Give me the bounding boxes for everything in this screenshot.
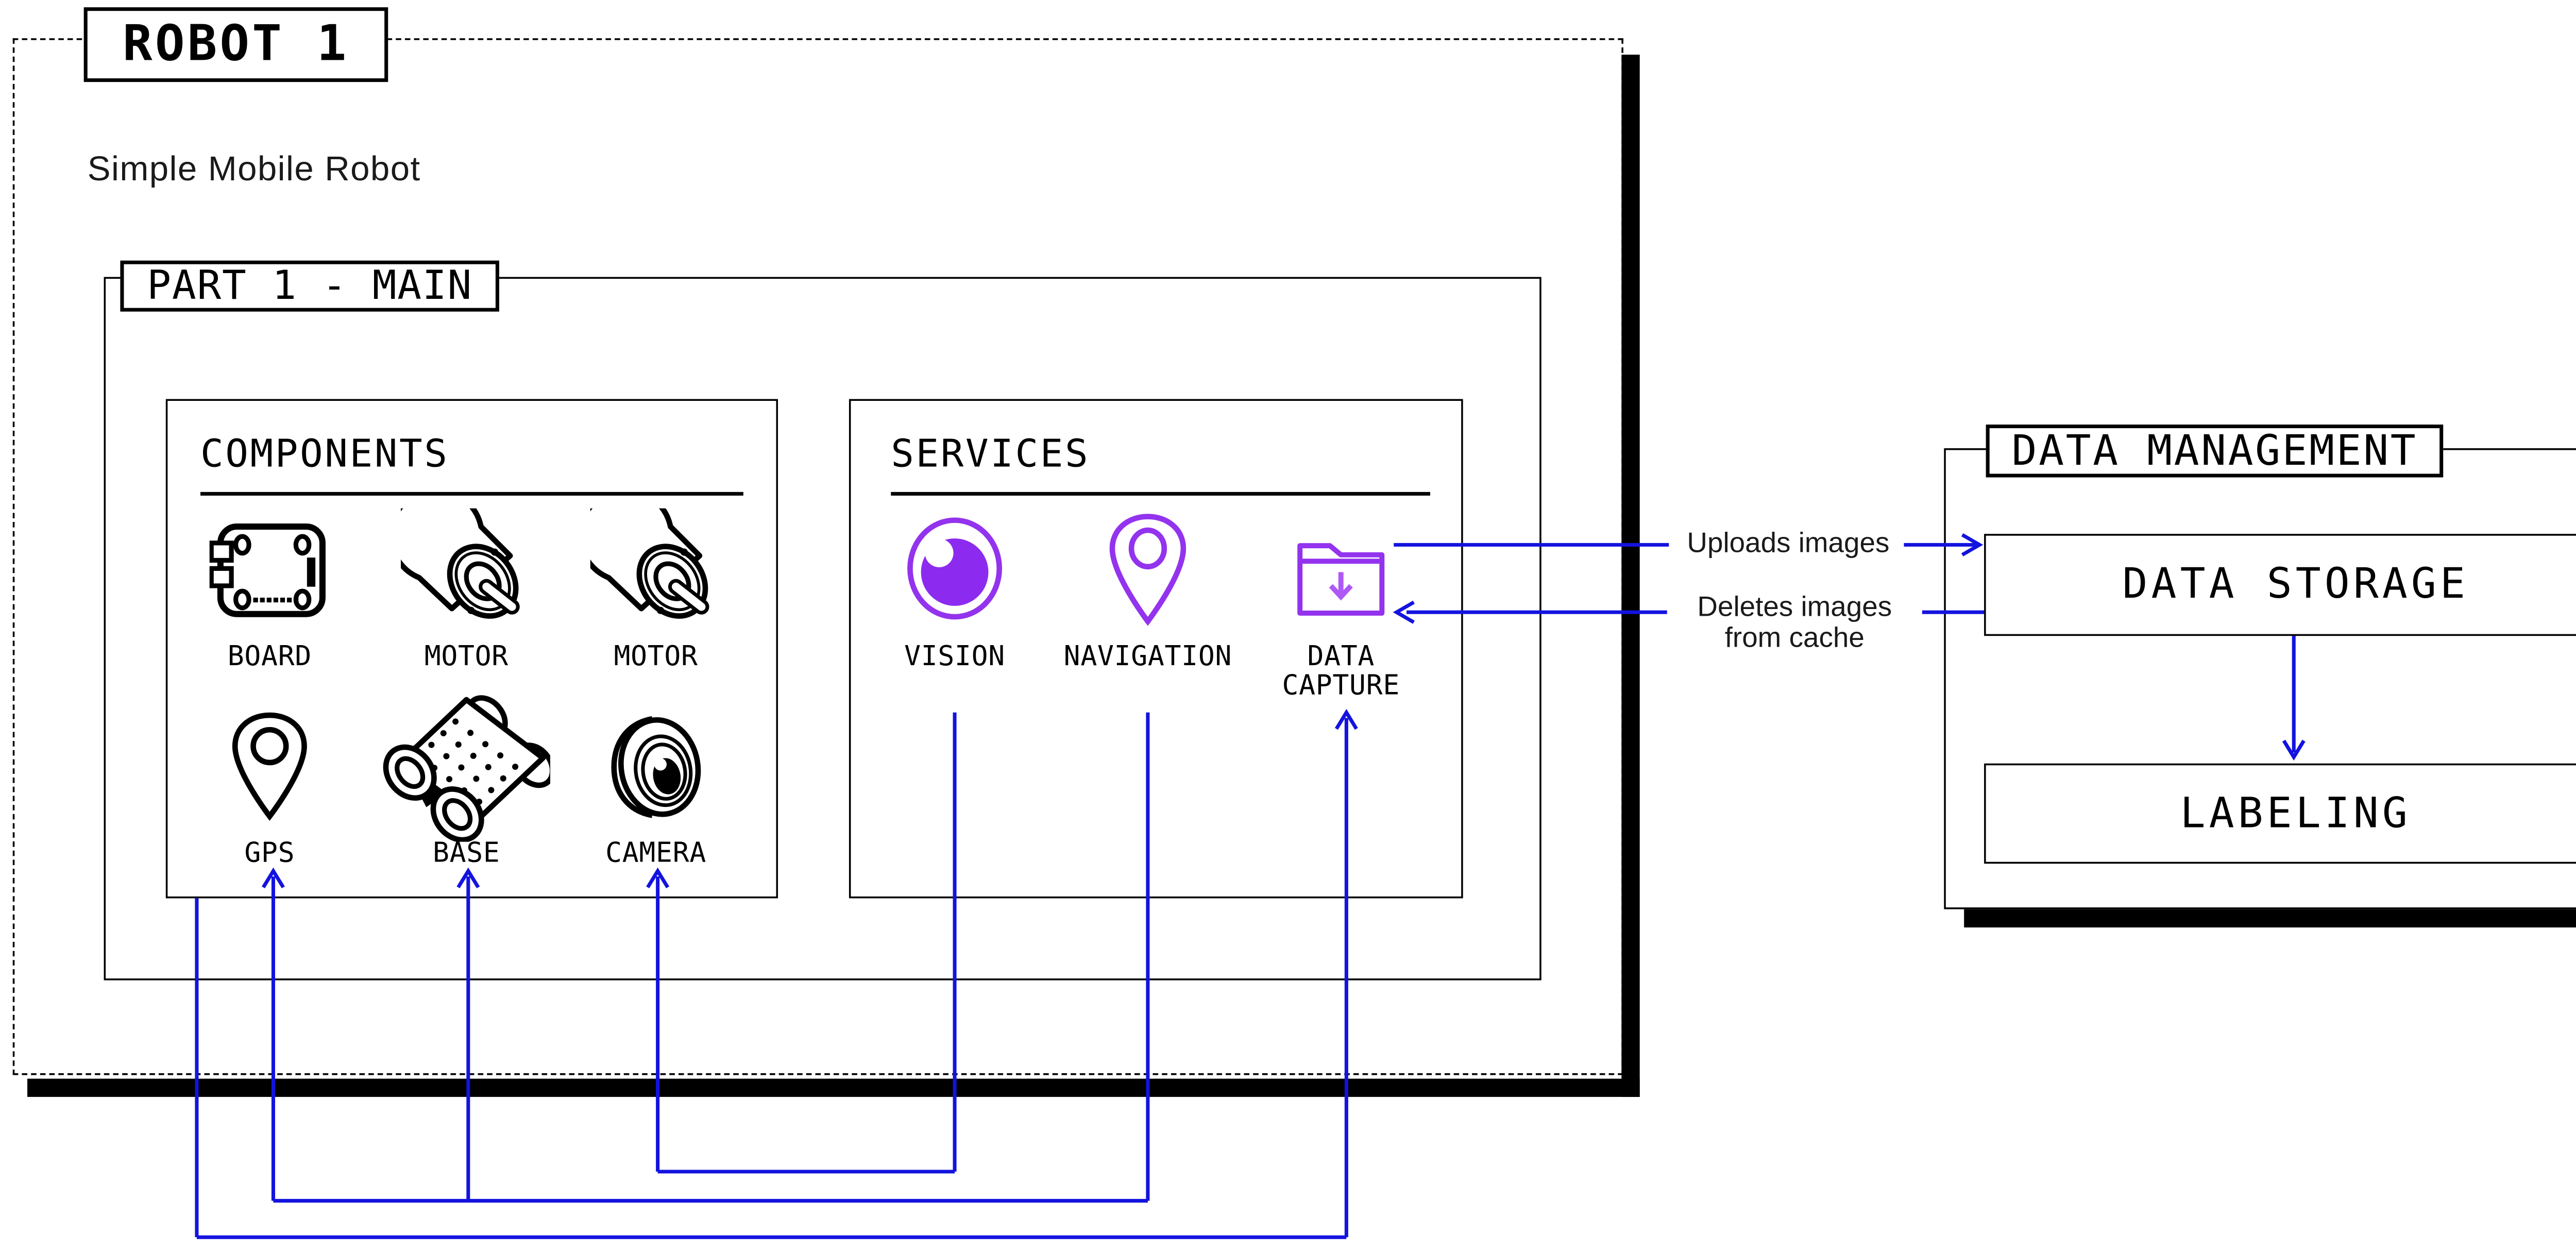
data-storage-box: DATA STORAGE xyxy=(1984,534,2576,636)
service-label: VISION xyxy=(904,639,1005,672)
components-title: COMPONENTS xyxy=(200,432,449,476)
component-cell-motor-2: MOTOR xyxy=(556,508,756,690)
robot-title-box: ROBOT 1 xyxy=(83,7,388,82)
data-management-title: DATA MANAGEMENT xyxy=(2011,427,2418,475)
component-cell-motor-1: MOTOR xyxy=(366,508,567,690)
data-storage-label: DATA STORAGE xyxy=(2122,561,2469,609)
deletes-images-label: Deletes images from cache xyxy=(1697,592,1892,653)
component-label: BASE xyxy=(432,836,500,869)
robot-dashed-container xyxy=(11,38,1623,1075)
motor-icon xyxy=(400,508,532,632)
component-cell-gps: GPS xyxy=(170,711,370,887)
labeling-box: LABELING xyxy=(1984,763,2576,864)
component-label: MOTOR xyxy=(424,639,509,672)
labeling-label: LABELING xyxy=(2180,790,2411,837)
component-cell-board: BOARD xyxy=(170,516,370,690)
service-cell-data-capture: DATA CAPTURE xyxy=(1241,516,1441,698)
service-label: NAVIGATION xyxy=(1063,639,1232,672)
part1-main-title-box: PART 1 - MAIN xyxy=(120,260,499,312)
camera-lens-icon xyxy=(601,707,710,827)
uploads-images-label: Uploads images xyxy=(1687,528,1890,560)
part1-main-title: PART 1 - MAIN xyxy=(147,263,473,309)
robot-shadow-bottom xyxy=(27,1078,1640,1097)
component-label: CAMERA xyxy=(605,836,706,869)
motor-icon xyxy=(590,508,722,632)
services-title: SERVICES xyxy=(891,432,1090,476)
service-cell-vision: VISION xyxy=(855,516,1055,690)
rover-base-icon xyxy=(383,692,550,842)
services-box xyxy=(849,399,1463,899)
component-label: GPS xyxy=(244,836,295,869)
services-title-rule xyxy=(891,492,1431,496)
robot-shadow-right xyxy=(1621,55,1640,1097)
data-management-shadow-bottom xyxy=(1964,909,2576,928)
eye-icon xyxy=(904,516,1006,625)
folder-download-icon xyxy=(1294,532,1388,620)
robot-subtitle: Simple Mobile Robot xyxy=(87,151,421,190)
components-title-rule xyxy=(200,492,743,496)
service-label: DATA CAPTURE xyxy=(1282,639,1400,701)
data-management-title-box: DATA MANAGEMENT xyxy=(1986,424,2444,478)
circuit-board-icon xyxy=(209,519,330,621)
map-pin-icon xyxy=(226,711,314,823)
component-cell-camera: CAMERA xyxy=(556,713,756,887)
component-label: BOARD xyxy=(227,639,312,672)
service-cell-navigation: NAVIGATION xyxy=(1047,514,1248,690)
component-label: MOTOR xyxy=(614,639,698,672)
map-pin-icon xyxy=(1102,512,1193,629)
robot-title: ROBOT 1 xyxy=(123,16,349,73)
component-cell-base: BASE xyxy=(366,695,567,887)
